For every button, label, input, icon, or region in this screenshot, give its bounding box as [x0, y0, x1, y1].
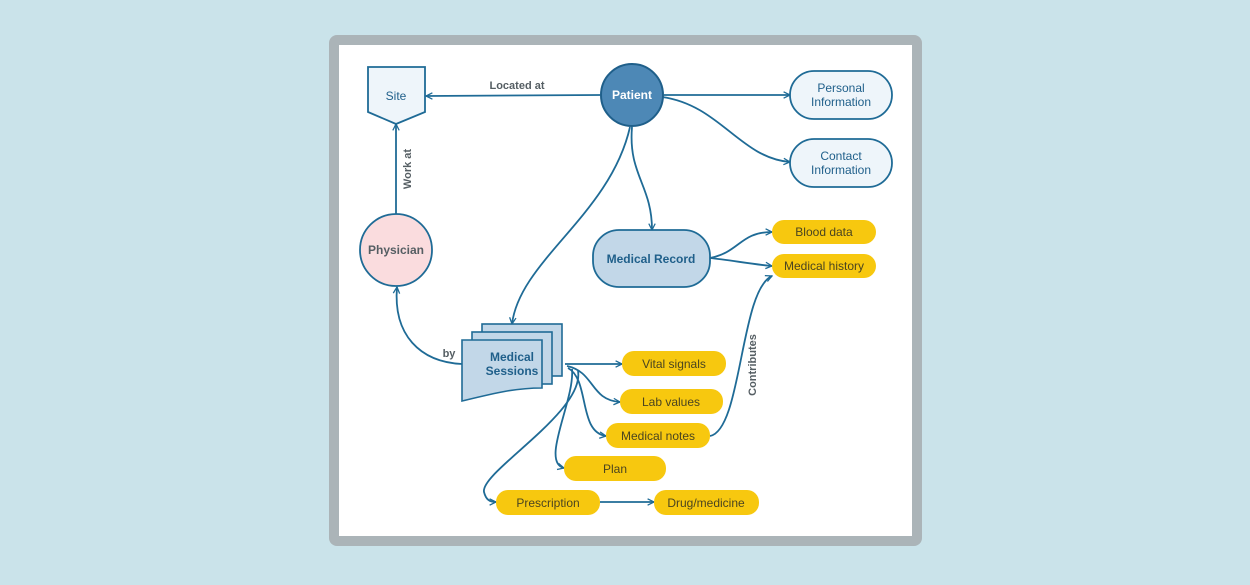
- node-lab-values[interactable]: Lab values: [620, 389, 723, 414]
- node-patient[interactable]: Patient: [600, 63, 664, 127]
- node-medical-history[interactable]: Medical history: [772, 254, 876, 278]
- edge-label-located-at: Located at: [489, 80, 544, 92]
- personal-information-line-1: Personal: [817, 81, 864, 95]
- node-medical-sessions[interactable]: Medical Sessions: [461, 323, 563, 403]
- medical-notes-label: Medical notes: [621, 429, 695, 443]
- personal-information-line-2: Information: [811, 95, 871, 109]
- blood-data-shape: [772, 220, 876, 244]
- plan-shape: [564, 456, 666, 481]
- node-physician[interactable]: Physician: [359, 213, 433, 287]
- edge-patient-record: [630, 126, 652, 230]
- edge-sessions-physician: [397, 287, 463, 365]
- medical-history-label: Medical history: [784, 259, 864, 273]
- personal-information-shape: [789, 70, 893, 120]
- medical-sessions-line-2: Sessions: [486, 364, 539, 378]
- vital-signals-shape: [622, 351, 726, 376]
- edge-record-history: [709, 257, 772, 266]
- edge-label-work-at: Work at: [402, 149, 414, 189]
- edge-sessions-plan: [554, 368, 573, 468]
- blood-data-label: Blood data: [795, 225, 853, 239]
- site-shape: [367, 66, 426, 125]
- diagram-canvas: [339, 45, 912, 536]
- node-plan[interactable]: Plan: [564, 456, 666, 481]
- edge-label-by: by: [443, 348, 457, 360]
- edge-sessions-notes: [567, 367, 606, 436]
- plan-label: Plan: [603, 462, 627, 476]
- lab-values-shape: [620, 389, 723, 414]
- medical-record-label: Medical Record: [607, 252, 696, 266]
- edge-notes-history: [709, 276, 772, 437]
- edge-sessions-prescription: [483, 370, 579, 502]
- lab-values-label: Lab values: [642, 395, 700, 409]
- node-personal-information[interactable]: Personal Information: [789, 70, 893, 120]
- node-medical-notes[interactable]: Medical notes: [606, 423, 710, 448]
- prescription-shape: [496, 490, 600, 515]
- vital-signals-label: Vital signals: [642, 357, 706, 371]
- physician-shape: [359, 213, 433, 287]
- medical-sessions-line-1: Medical: [490, 350, 534, 364]
- node-vital-signals[interactable]: Vital signals: [622, 351, 726, 376]
- edge-label-contributes: Contributes: [747, 334, 759, 396]
- patient-label: Patient: [612, 88, 652, 102]
- edge-record-blood: [709, 232, 772, 259]
- medical-sessions-sheet-front: [461, 339, 543, 403]
- edge-patient-contact: [661, 96, 790, 162]
- medical-record-shape: [592, 229, 711, 288]
- node-prescription[interactable]: Prescription: [496, 490, 600, 515]
- medical-history-shape: [772, 254, 876, 278]
- node-drug-medicine[interactable]: Drug/medicine: [654, 490, 759, 515]
- edge-sessions-lab: [566, 365, 620, 402]
- edge-patient-sessions: [512, 126, 631, 324]
- edge-patient-site: [426, 95, 601, 96]
- drug-medicine-shape: [654, 490, 759, 515]
- contact-information-shape: [789, 138, 893, 188]
- edges: [396, 95, 790, 502]
- prescription-label: Prescription: [516, 496, 579, 510]
- drug-medicine-label: Drug/medicine: [667, 496, 745, 510]
- node-site[interactable]: Site: [367, 66, 426, 125]
- patient-shape: [600, 63, 664, 127]
- physician-label: Physician: [368, 243, 424, 257]
- site-label: Site: [386, 89, 407, 103]
- medical-notes-shape: [606, 423, 710, 448]
- node-medical-record[interactable]: Medical Record: [592, 229, 711, 288]
- contact-information-line-1: Contact: [820, 149, 862, 163]
- contact-information-line-2: Information: [811, 163, 871, 177]
- node-blood-data[interactable]: Blood data: [772, 220, 876, 244]
- node-contact-information[interactable]: Contact Information: [789, 138, 893, 188]
